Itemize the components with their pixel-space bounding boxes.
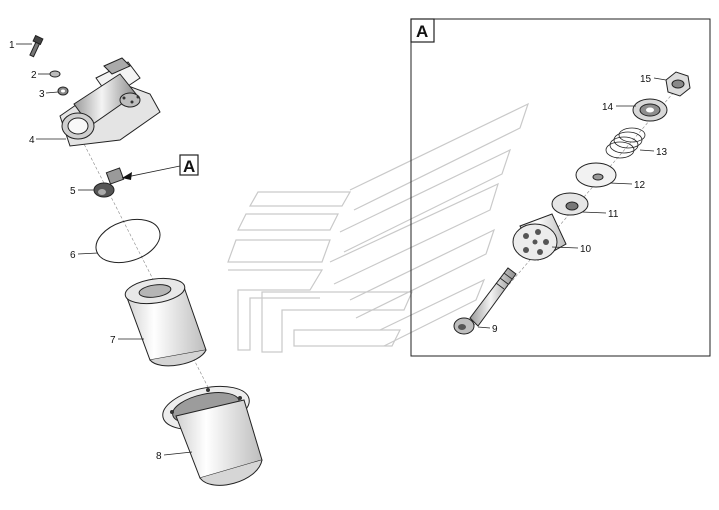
part-label-7: 7 [110, 335, 116, 346]
detail-frame-letter: A [416, 22, 428, 41]
part-number-labels: 1 2 3 4 5 6 7 8 9 10 11 12 13 14 15 [9, 40, 668, 462]
part-label-13: 13 [656, 147, 668, 158]
part-label-4: 4 [29, 135, 35, 146]
part-washer [49, 70, 61, 78]
part-lock-nut [665, 71, 691, 97]
callout-arrow-icon [122, 172, 132, 180]
part-label-1: 1 [9, 40, 15, 51]
part-label-8: 8 [156, 451, 162, 462]
part-spring [605, 127, 646, 159]
part-seal-washer [551, 192, 589, 216]
callout-leader [121, 165, 181, 179]
part-label-14: 14 [602, 102, 614, 113]
part-filter-head [59, 57, 161, 147]
part-filter-bowl [162, 385, 263, 486]
part-bolt [29, 34, 44, 58]
callout-tag [179, 154, 199, 176]
part-valve-body [512, 213, 567, 261]
part-valve-disc [575, 162, 617, 188]
detail-frame [410, 18, 711, 357]
part-filter-element [124, 277, 207, 367]
part-label-6: 6 [70, 250, 76, 261]
part-stud-bolt [453, 267, 517, 335]
part-bypass-valve [93, 167, 125, 198]
leader-lines [16, 43, 667, 456]
part-spring-seat [632, 98, 668, 122]
part-label-11: 11 [608, 209, 619, 220]
part-nut [57, 86, 69, 96]
part-label-15: 15 [640, 74, 652, 85]
part-o-ring [95, 218, 161, 264]
part-label-12: 12 [634, 180, 646, 191]
assembly-axis [81, 139, 213, 396]
part-label-9: 9 [492, 324, 498, 335]
watermark-logo [227, 102, 530, 353]
part-label-5: 5 [70, 186, 76, 197]
part-label-3: 3 [39, 89, 45, 100]
callout-letter: A [183, 157, 195, 176]
part-label-10: 10 [580, 244, 592, 255]
detail-frame-tag [410, 18, 435, 43]
part-label-2: 2 [31, 70, 37, 81]
